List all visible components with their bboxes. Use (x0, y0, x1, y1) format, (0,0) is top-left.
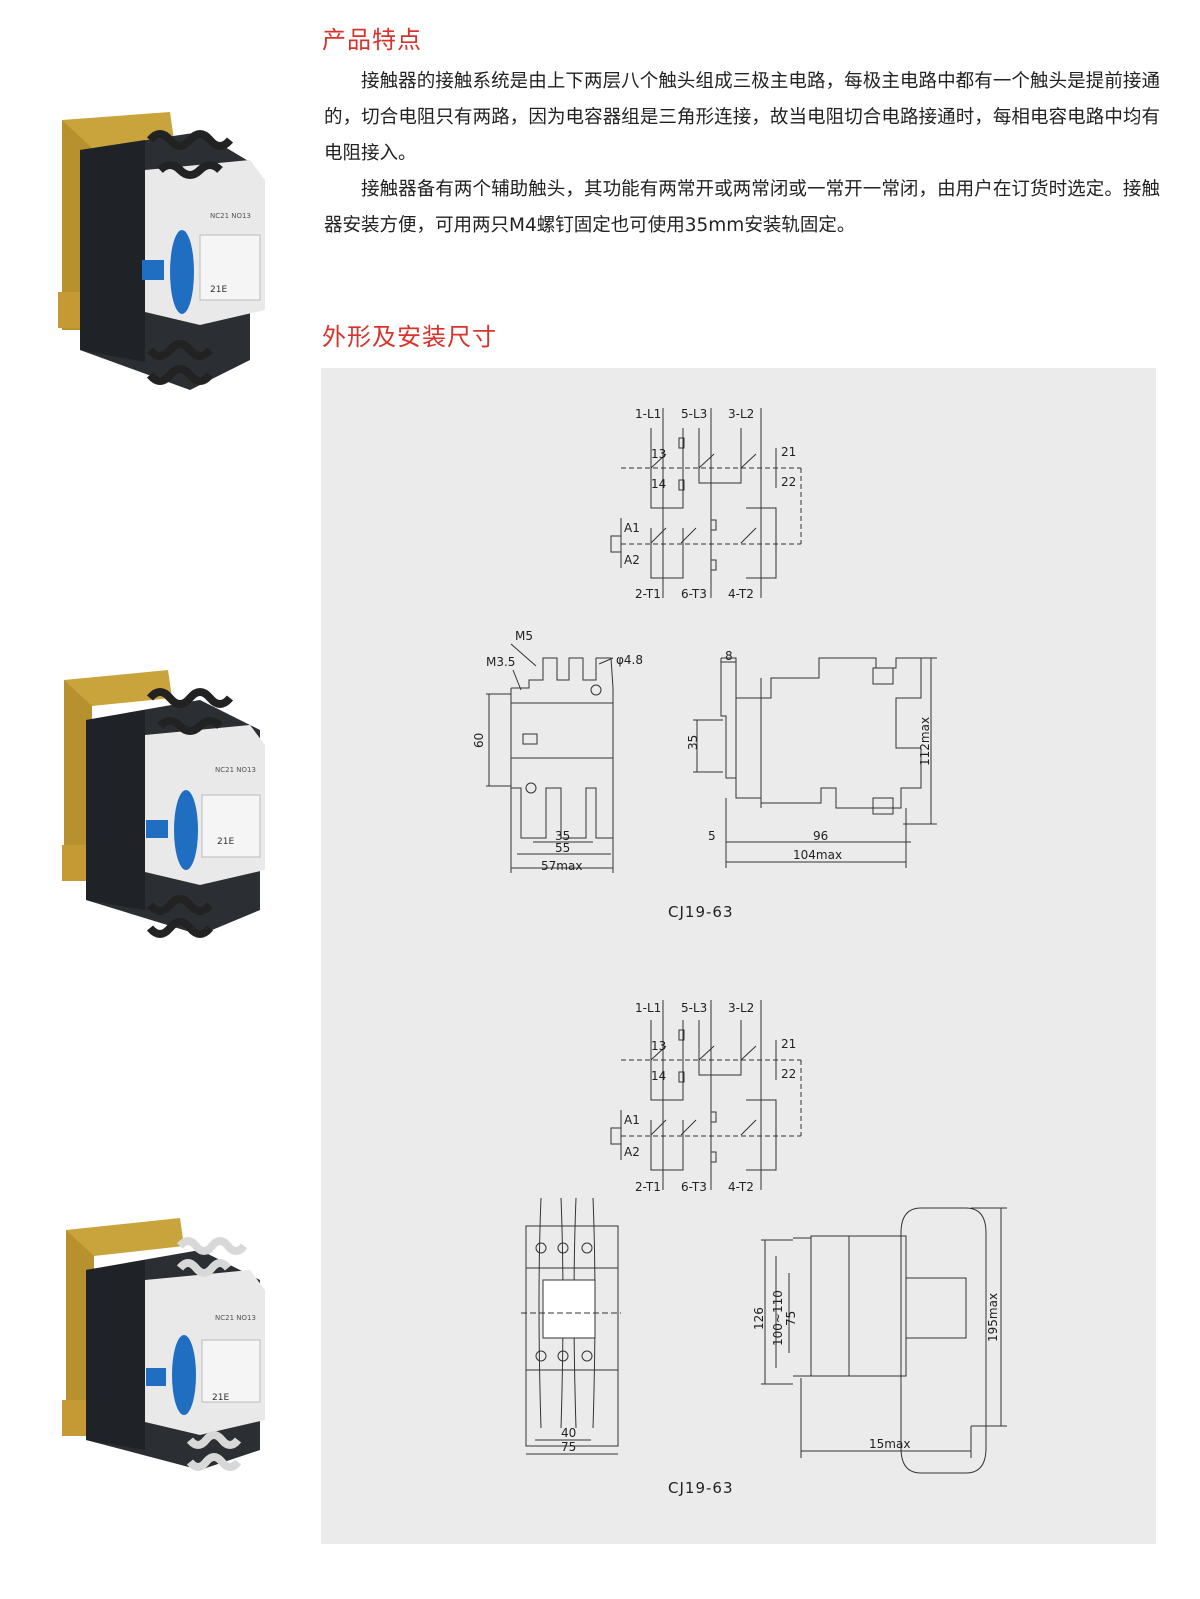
label-13-2: 13 (651, 1039, 666, 1053)
section-title-features: 产品特点 (322, 26, 422, 54)
label-2-T1-2: 2-T1 (635, 1180, 661, 1194)
label-A1-2: A1 (624, 1113, 640, 1127)
label-A2: A2 (624, 553, 640, 567)
label-phi4.8: φ4.8 (616, 653, 643, 667)
label-1-L1: 1-L1 (635, 407, 661, 421)
circuit-diagram-2: 1-L1 5-L3 3-L2 13 14 21 (610, 1000, 802, 1194)
label-5-L3-2: 5-L3 (681, 1001, 707, 1015)
label-13: 13 (651, 447, 666, 461)
dim-8: 8 (725, 649, 733, 663)
dim-40: 40 (561, 1426, 576, 1440)
dim-126: 126 (752, 1307, 766, 1330)
dimension-drawing-panel: 1-L1 5-L3 3-L2 13 14 21 (321, 368, 1156, 1544)
model-label: 21E (217, 837, 234, 847)
contactor-photo-3: 21E NC21 NO13 (50, 1210, 290, 1494)
dim-75-side: 75 (784, 1311, 798, 1326)
model-label: 21E (212, 1393, 229, 1403)
features-paragraph-1: 接触器的接触系统是由上下两层八个触头组成三极主电路，每极主电路中都有一个触头是提… (324, 71, 1160, 164)
label-A1: A1 (624, 521, 640, 535)
spring-coil (146, 130, 234, 150)
dim-5: 5 (708, 829, 716, 843)
circuit-diagram-1: 1-L1 5-L3 3-L2 13 14 21 (610, 407, 802, 601)
dim-100-110: 100~110 (771, 1290, 785, 1346)
dim-112max: 112max (918, 717, 932, 766)
model-label: 21E (210, 285, 227, 295)
drawing-caption-1: CJ19-63 (668, 903, 734, 921)
brand-badge (172, 1335, 196, 1415)
label-6-T3: 6-T3 (681, 587, 707, 601)
dim-35: 35 (555, 829, 570, 843)
contact-label: NC21 NO13 (210, 212, 251, 220)
front-view-2: 40 75 (521, 1197, 621, 1455)
label-3-L2: 3-L2 (728, 407, 754, 421)
label-14: 14 (651, 477, 666, 491)
spring-coil (146, 688, 234, 708)
contactor-photo-1: 21E NC21 NO13 (50, 100, 290, 404)
label-14-2: 14 (651, 1069, 666, 1083)
contact-label: NC21 NO13 (215, 766, 256, 774)
front-view-1: M5 M3.5 φ4.8 60 35 55 57max (472, 629, 643, 873)
label-4-T2-2: 4-T2 (728, 1180, 754, 1194)
label-22: 22 (781, 475, 796, 489)
label-4-T2: 4-T2 (728, 587, 754, 601)
dim-75: 75 (561, 1440, 576, 1454)
dim-15max: 15max (869, 1437, 910, 1451)
dim-57max: 57max (541, 859, 582, 873)
side-view-1: 8 35 112max 5 96 104max (686, 649, 937, 868)
label-22-2: 22 (781, 1067, 796, 1081)
dim-35-side: 35 (686, 735, 700, 750)
dim-104max: 104max (793, 848, 842, 862)
label-21: 21 (781, 445, 796, 459)
dim-55: 55 (555, 841, 570, 855)
drawing-caption-2: CJ19-63 (668, 1479, 734, 1497)
label-M5: M5 (515, 629, 533, 643)
label-6-T3-2: 6-T3 (681, 1180, 707, 1194)
label-2-T1: 2-T1 (635, 587, 661, 601)
side-view-2: 126 100~110 75 195max 15max (752, 1207, 1007, 1474)
spring-coil (176, 1237, 248, 1255)
label-3-L2-2: 3-L2 (728, 1001, 754, 1015)
dim-96: 96 (813, 829, 828, 843)
features-paragraph-2: 接触器备有两个辅助触头，其功能有两常开或两常闭或一常开一常闭，由用户在订货时选定… (324, 179, 1160, 236)
brand-badge (170, 230, 194, 314)
label-21-2: 21 (781, 1037, 796, 1051)
dim-195max: 195max (986, 1293, 1000, 1342)
section-title-dimensions: 外形及安装尺寸 (322, 323, 497, 351)
label-1-L1-2: 1-L1 (635, 1001, 661, 1015)
label-M3.5: M3.5 (486, 655, 515, 669)
label-5-L3: 5-L3 (681, 407, 707, 421)
dim-60: 60 (472, 733, 486, 748)
contact-label: NC21 NO13 (215, 1314, 256, 1322)
label-A2-2: A2 (624, 1145, 640, 1159)
brand-badge (174, 790, 198, 870)
contactor-photo-2: 21E NC21 NO13 (50, 660, 290, 954)
